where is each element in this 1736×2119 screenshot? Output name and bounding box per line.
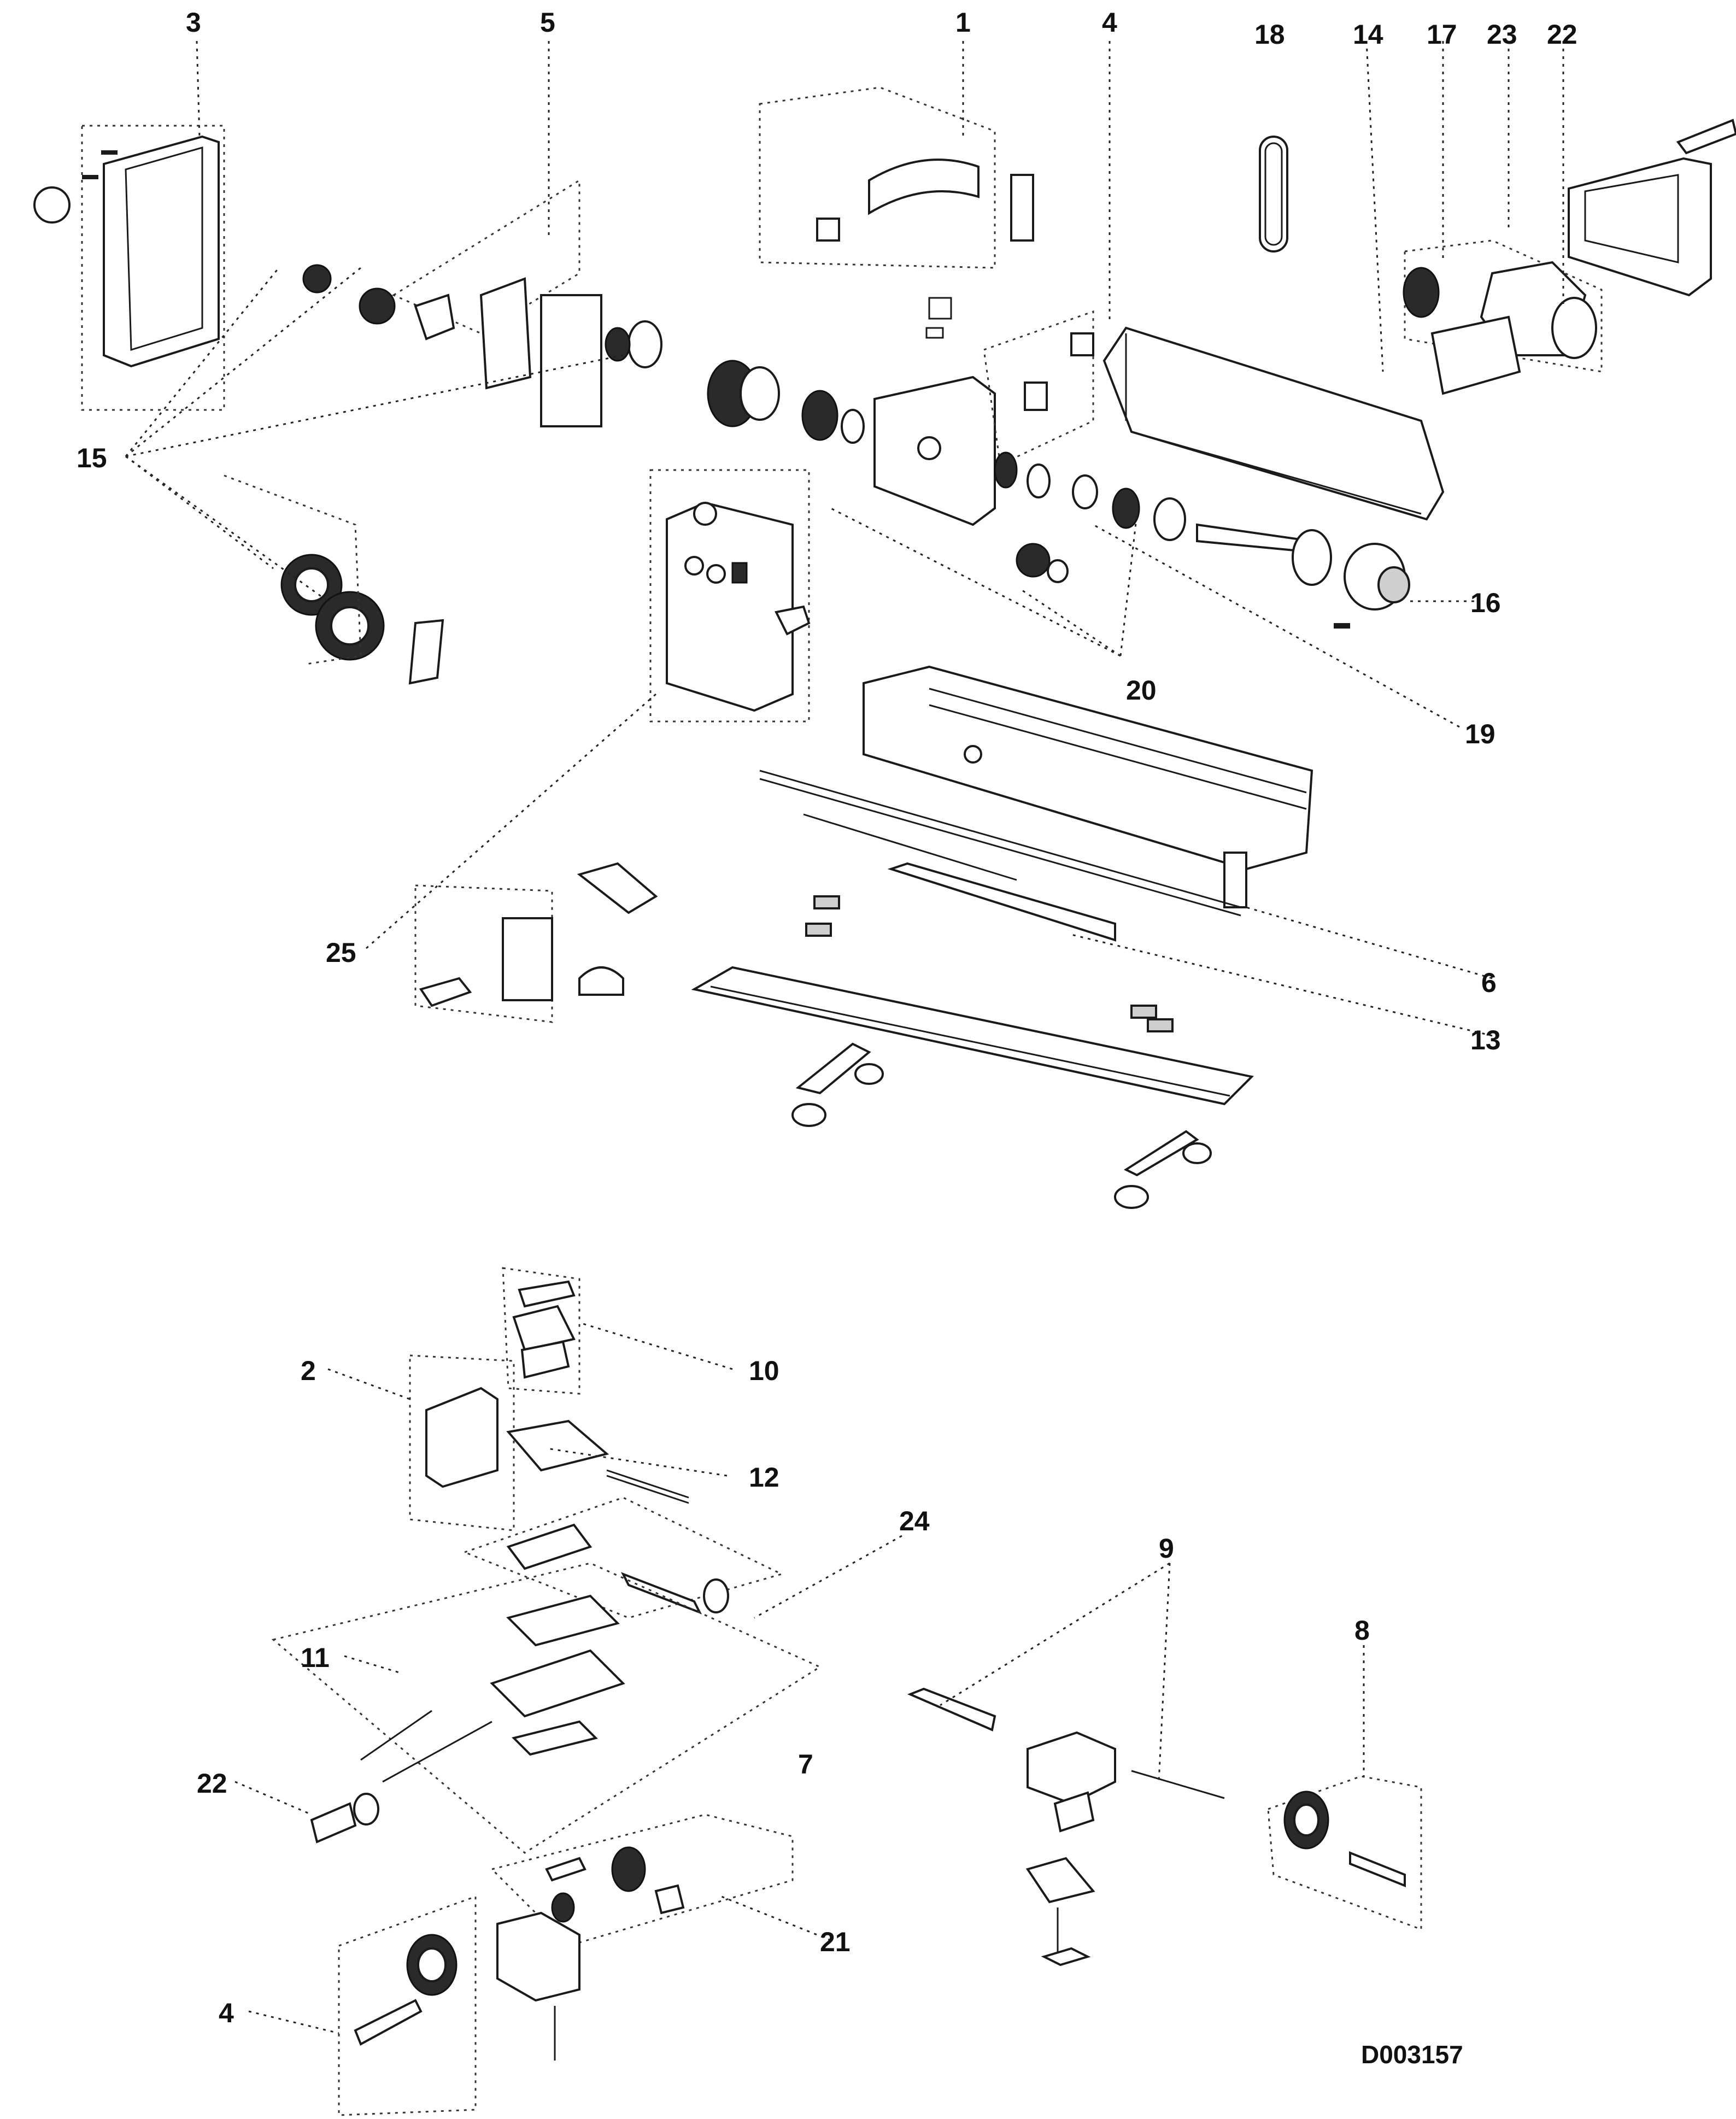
chuck-guard-part: [759, 86, 1034, 339]
callout-10: 10: [749, 1355, 779, 1386]
tailstock-handwheel-part: [1267, 1775, 1422, 1931]
callout-2: 2: [301, 1355, 316, 1386]
saddle-part: [271, 1562, 822, 1854]
callout-13: 14: [1353, 19, 1383, 50]
gear-plate-part: [302, 179, 602, 427]
callout-23: 22: [1547, 19, 1577, 50]
callout-7: 5: [540, 7, 555, 38]
bracket-part: [983, 310, 1094, 466]
chuck-part: [1334, 543, 1410, 629]
callout-3: 3: [186, 7, 201, 38]
callout-15: 16: [1470, 588, 1501, 618]
callout-25: 25: [326, 937, 356, 968]
headstock-part: [605, 320, 996, 526]
end-cover-part: [33, 125, 225, 411]
feet-part: [791, 1042, 1212, 1209]
apron-cover-part: [409, 1354, 515, 1531]
callout-20: 18: [1254, 19, 1285, 50]
lead-screw-part: [759, 770, 1241, 942]
callout-11: 11: [301, 1642, 330, 1673]
electrical-accessories-part: [414, 862, 658, 1023]
cross-slide-part: [462, 1496, 784, 1619]
callout-9: 9: [1159, 1533, 1174, 1564]
drive-belt-part: [1259, 136, 1288, 253]
cross-slide-handle-part: [310, 1793, 379, 1844]
leader-lines: [125, 40, 1564, 2034]
callout-6: 4: [1102, 7, 1117, 38]
apron-part: [496, 1911, 580, 2061]
callout-4-left: 4: [219, 1998, 234, 2028]
callout-18: 21: [820, 1927, 851, 1957]
callout-14: 13: [1470, 1025, 1501, 1055]
callout-1: 1: [955, 7, 971, 38]
tailstock-part: [1025, 1731, 1225, 1967]
change-wheels-part: [224, 474, 444, 685]
callout-19: 17: [1427, 19, 1457, 50]
rear-guard-part: [1102, 326, 1445, 521]
spindle-part: [994, 451, 1332, 586]
callout-8: 7: [798, 1749, 813, 1780]
callout-16: 15: [77, 443, 107, 473]
dead-centre-part: [907, 1687, 996, 1731]
tool-post-part: [502, 1267, 580, 1395]
compound-slide-part: [506, 1419, 689, 1504]
carriage-handwheel-part: [338, 1895, 477, 2116]
chip-tray-part: [691, 895, 1254, 1106]
callout-12: 12: [749, 1462, 779, 1493]
electrical-box-part: [649, 469, 811, 723]
callout-22-left: 22: [197, 1768, 227, 1799]
callout-labels: 3 5 1 4 18 14 17 23 22 15 16 20 19 25 6 …: [77, 7, 1577, 2069]
callout-17: 19: [1465, 719, 1495, 749]
motor-cover-part: [1568, 119, 1736, 297]
motor-part: [1403, 239, 1603, 395]
callout-21: 20: [1126, 675, 1157, 706]
drawing-code: D003157: [1361, 2040, 1463, 2069]
lathe-bed-part: [863, 665, 1313, 908]
callout-22-top: 24: [899, 1506, 930, 1536]
callout-4-right: 8: [1354, 1615, 1370, 1646]
callout-5: 6: [1481, 967, 1497, 998]
callout-24: 23: [1487, 19, 1517, 50]
